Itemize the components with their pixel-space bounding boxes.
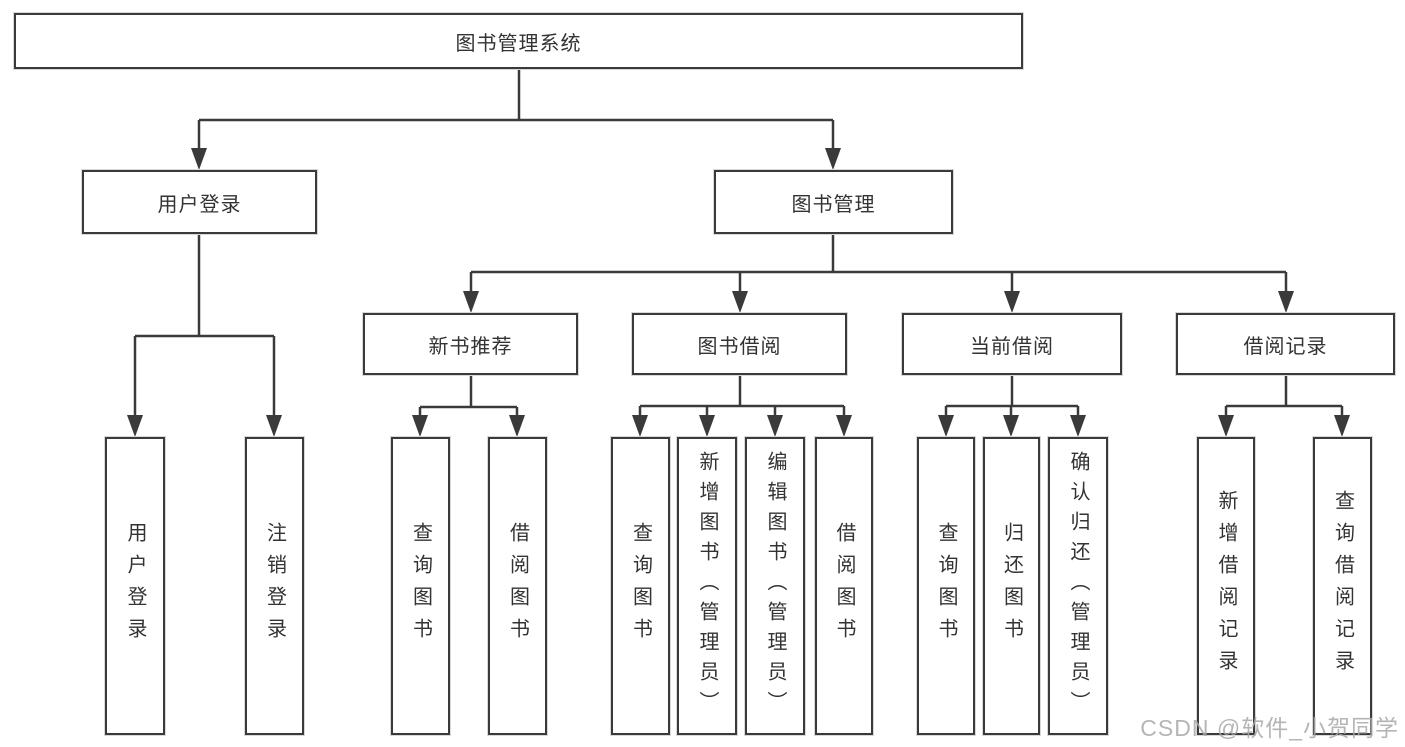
leaf-query-books-borrow-label: 查询图书 bbox=[629, 522, 652, 650]
leaf-add-book-admin-label: 新增图书（管理员） bbox=[696, 451, 718, 721]
node-new-book-recommend: 新书推荐 bbox=[363, 313, 578, 375]
leaf-logout: 注销登录 bbox=[245, 437, 304, 735]
connector-current-borrow bbox=[946, 375, 1078, 408]
node-borrow-records-label: 借阅记录 bbox=[1243, 335, 1328, 358]
node-book-borrow-label: 图书借阅 bbox=[697, 335, 782, 358]
leaf-query-borrow-record: 查询借阅记录 bbox=[1313, 437, 1372, 735]
leaf-add-book-admin: 新增图书（管理员） bbox=[677, 437, 737, 735]
leaf-query-books-recommend: 查询图书 bbox=[391, 437, 450, 735]
node-book-management: 图书管理 bbox=[714, 170, 953, 234]
node-borrow-records: 借阅记录 bbox=[1176, 313, 1395, 375]
connector-book-management bbox=[471, 234, 1286, 274]
connector-book-borrow bbox=[640, 375, 844, 408]
leaf-return-books-label: 归还图书 bbox=[1000, 522, 1023, 650]
node-new-book-recommend-label: 新书推荐 bbox=[428, 335, 513, 358]
node-book-borrow: 图书借阅 bbox=[632, 313, 847, 375]
node-current-borrow-label: 当前借阅 bbox=[970, 335, 1054, 358]
node-root: 图书管理系统 bbox=[14, 13, 1023, 69]
leaf-confirm-return-admin-label: 确认归还（管理员） bbox=[1067, 451, 1089, 721]
connector-borrow-record bbox=[1226, 375, 1342, 408]
arrow-shafts bbox=[133, 120, 1344, 421]
leaf-query-books-current: 查询图书 bbox=[917, 437, 975, 735]
leaf-edit-book-admin: 编辑图书（管理员） bbox=[745, 437, 805, 735]
leaf-borrow-books-recommend-label: 借阅图书 bbox=[506, 522, 529, 650]
leaf-borrow-books-label: 借阅图书 bbox=[833, 522, 855, 650]
node-current-borrow: 当前借阅 bbox=[902, 313, 1122, 375]
leaf-logout-label: 注销登录 bbox=[263, 522, 286, 650]
leaf-edit-book-admin-label: 编辑图书（管理员） bbox=[764, 451, 786, 721]
leaf-user-login-label: 用户登录 bbox=[124, 522, 146, 650]
node-user-login-label: 用户登录 bbox=[157, 193, 242, 216]
leaf-query-borrow-record-label: 查询借阅记录 bbox=[1331, 490, 1354, 682]
leaf-query-books-recommend-label: 查询图书 bbox=[409, 522, 432, 650]
csdn-watermark: CSDN @软件_小贺同学 bbox=[1140, 715, 1399, 741]
leaf-add-borrow-record: 新增借阅记录 bbox=[1197, 437, 1255, 735]
leaf-confirm-return-admin: 确认归还（管理员） bbox=[1048, 437, 1108, 735]
connector-new-book bbox=[420, 375, 517, 409]
leaf-add-borrow-record-label: 新增借阅记录 bbox=[1215, 490, 1237, 682]
node-root-label: 图书管理系统 bbox=[455, 32, 582, 55]
leaf-user-login: 用户登录 bbox=[105, 437, 165, 735]
node-book-management-label: 图书管理 bbox=[791, 193, 876, 216]
leaf-query-books-current-label: 查询图书 bbox=[935, 522, 957, 650]
connector-root bbox=[199, 69, 833, 122]
connector-user-login bbox=[135, 234, 274, 338]
leaf-query-books-borrow: 查询图书 bbox=[611, 437, 670, 735]
leaf-borrow-books: 借阅图书 bbox=[815, 437, 873, 735]
leaf-return-books: 归还图书 bbox=[983, 437, 1040, 735]
node-user-login: 用户登录 bbox=[82, 170, 317, 234]
leaf-borrow-books-recommend: 借阅图书 bbox=[488, 437, 547, 735]
